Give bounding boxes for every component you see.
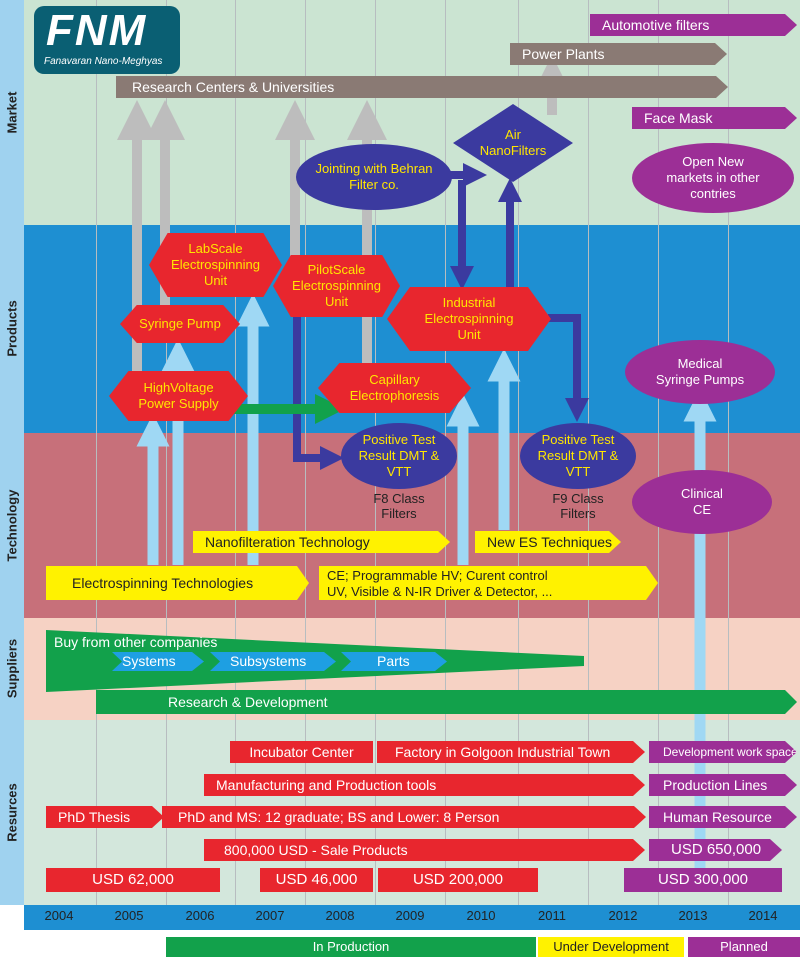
year-label: 2007 (255, 908, 285, 923)
medical-syringe-pumps-oval: Medical Syringe Pumps (625, 340, 775, 404)
usd-200000-box: USD 200,000 (378, 868, 538, 892)
subsystems-arrow: Subsystems (210, 652, 336, 671)
sale-products-arrow: 800,000 USD - Sale Products (204, 839, 645, 861)
legend-under-development: Under Development (538, 937, 684, 957)
side-resources: Resurces (0, 720, 24, 905)
factory-golgoon-arrow: Factory in Golgoon Industrial Town (377, 741, 645, 763)
usd-650000-arrow: USD 650,000 (649, 839, 782, 861)
year-label: 2005 (114, 908, 144, 923)
usd-46000-box: USD 46,000 (260, 868, 373, 892)
legend-in-production: In Production (166, 937, 536, 957)
year-label: 2006 (185, 908, 215, 923)
parts-arrow: Parts (341, 652, 447, 671)
year-label: 2013 (678, 908, 708, 923)
year-divider (166, 0, 167, 905)
new-es-techniques-arrow: New ES Techniques (475, 531, 621, 553)
logo-mark: FNM (46, 6, 148, 55)
industrial-unit-hex: Industrial Electrospinning Unit (387, 287, 551, 351)
f9-class-filters-caption: F9 Class Filters (552, 491, 604, 521)
f8-class-filters-caption: F8 Class Filters (373, 491, 425, 521)
year-label: 2004 (44, 908, 74, 923)
legend-planned: Planned (688, 937, 800, 957)
ce-programmable-arrow: CE; Programmable HV; Curent control UV, … (319, 566, 658, 600)
automotive-filters-arrow: Automotive filters (590, 14, 797, 36)
year-divider (658, 0, 659, 905)
syringe-pump-hex: Syringe Pump (120, 305, 240, 343)
incubator-center-box: Incubator Center (230, 741, 373, 763)
year-label: 2010 (466, 908, 496, 923)
year-label: 2011 (538, 908, 566, 923)
ce-line-2: UV, Visible & N-IR Driver & Detector, ..… (327, 584, 553, 599)
year-label: 2009 (395, 908, 425, 923)
systems-arrow: Systems (112, 652, 204, 671)
positive-test-result-oval-1: Positive Test Result DMT & VTT (341, 423, 457, 489)
phd-thesis-arrow: PhD Thesis (46, 806, 164, 828)
logo: FNM Fanavaran Nano-Meghyas (34, 6, 180, 74)
side-technology: Technology (0, 433, 24, 618)
research-development-arrow: Research & Development (96, 690, 797, 714)
open-new-markets-oval: Open New markets in other contries (632, 143, 794, 213)
pilotscale-unit-hex: PilotScale Electrospinning Unit (273, 255, 400, 317)
research-centers-arrow: Research Centers & Universities (116, 76, 728, 98)
production-lines-arrow: Production Lines (649, 774, 797, 796)
navy-arrow (293, 310, 344, 470)
ce-line-1: CE; Programmable HV; Curent control (327, 568, 548, 583)
positive-test-result-oval-2: Positive Test Result DMT & VTT (520, 423, 636, 489)
power-plants-arrow: Power Plants (510, 43, 727, 65)
development-work-space-arrow: Development work space (649, 741, 797, 763)
year-label: 2008 (325, 908, 355, 923)
year-divider (305, 0, 306, 905)
manufacturing-tools-arrow: Manufacturing and Production tools (204, 774, 645, 796)
side-market: Market (0, 0, 24, 225)
labscale-unit-hex: LabScale Electrospinning Unit (149, 233, 282, 297)
clinical-ce-oval: Clinical CE (632, 470, 772, 534)
year-divider (728, 0, 729, 905)
year-divider (235, 0, 236, 905)
human-resource-arrow: Human Resource (649, 806, 797, 828)
usd-62000-box: USD 62,000 (46, 868, 220, 892)
buy-label: Buy from other companies (54, 634, 218, 650)
side-products: Products (0, 225, 24, 433)
electrospinning-technologies-arrow: Electrospinning Technologies (46, 566, 309, 600)
highvoltage-supply-hex: HighVoltage Power Supply (109, 371, 248, 421)
side-suppliers: Suppliers (0, 618, 24, 720)
jointing-behran-oval: Jointing with Behran Filter co. (296, 144, 452, 210)
logo-subtitle: Fanavaran Nano-Meghyas (44, 56, 163, 67)
phd-ms-arrow: PhD and MS: 12 graduate; BS and Lower: 8… (162, 806, 646, 828)
face-mask-arrow: Face Mask (632, 107, 797, 129)
year-divider (96, 0, 97, 905)
year-divider (518, 0, 519, 905)
year-label: 2014 (748, 908, 778, 923)
usd-300000-box: USD 300,000 (624, 868, 782, 892)
nanofilteration-technology-arrow: Nanofilteration Technology (193, 531, 450, 553)
navy-arrow (548, 314, 589, 422)
capillary-electrophoresis-hex: Capillary Electrophoresis (318, 363, 471, 413)
year-label: 2012 (608, 908, 638, 923)
year-axis (24, 905, 800, 930)
